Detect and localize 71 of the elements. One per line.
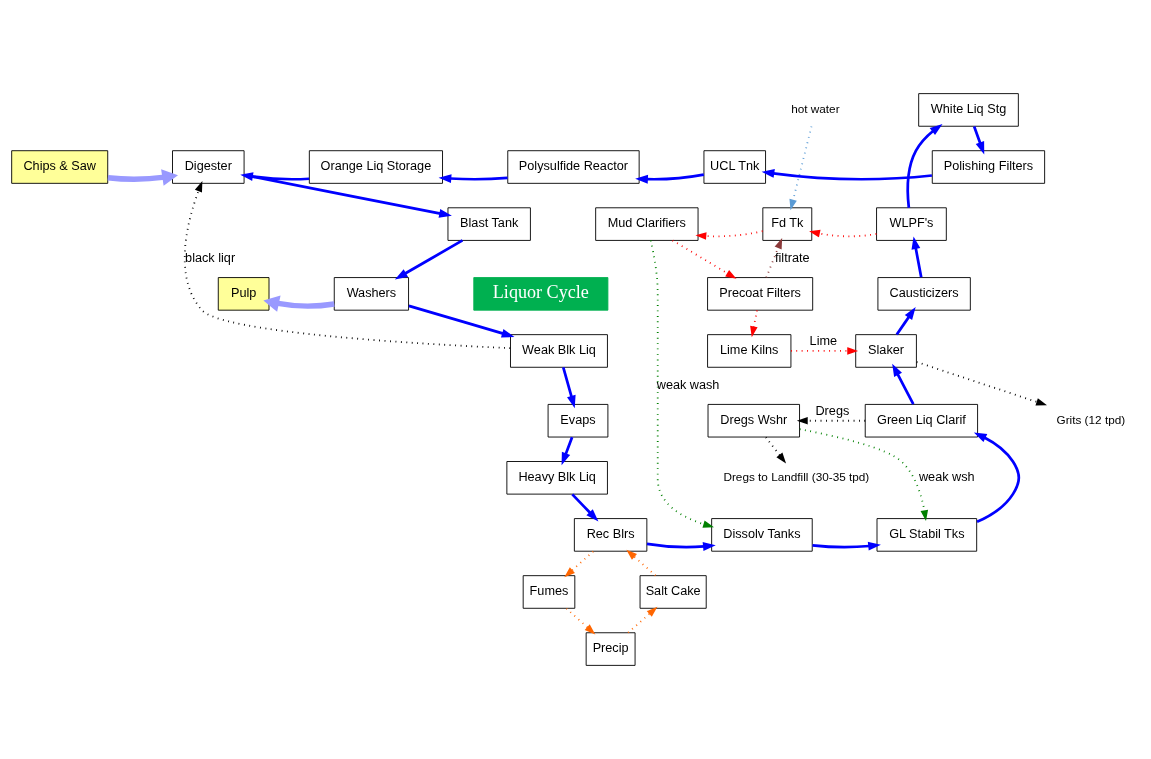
- node-box: Precoat Filters: [707, 277, 814, 311]
- arrow: [895, 307, 916, 336]
- node-box: Causticizers: [877, 277, 971, 311]
- node-box: Dissolv Tanks: [711, 518, 813, 552]
- node-text: Grits (12 tpd): [1056, 412, 1126, 426]
- node-box: Precip: [585, 632, 636, 666]
- node-box: Slaker: [855, 334, 917, 368]
- node-box: Salt Cake: [639, 575, 707, 609]
- node-box: Blast Tank: [447, 207, 531, 241]
- arrow: [764, 436, 787, 464]
- node-box: UCL Tnk: [703, 150, 766, 184]
- arrow: [798, 428, 929, 522]
- arrow: [561, 366, 576, 409]
- edge-label: Lime: [809, 333, 838, 348]
- arrow: [627, 606, 658, 634]
- node-box: Orange Liq Storage: [308, 150, 443, 184]
- arrow: [695, 230, 764, 240]
- arrow: [408, 304, 515, 338]
- node-box: WLPF's: [876, 207, 947, 241]
- arrow: [635, 173, 705, 184]
- node-box: Rec Blrs: [573, 518, 648, 552]
- arrow: [626, 549, 657, 577]
- arrow: [790, 347, 859, 355]
- arrow: [809, 229, 878, 238]
- arrow: [789, 125, 813, 211]
- arrow: [649, 239, 714, 528]
- node-box: Pulp: [217, 277, 270, 311]
- arrow: [646, 542, 716, 551]
- arrow: [973, 432, 1021, 524]
- arrow: [911, 236, 923, 278]
- arrow: [892, 363, 915, 405]
- arrow: [972, 126, 985, 155]
- arrow: [240, 172, 310, 181]
- arrow: [438, 174, 508, 183]
- edge-label: black liqr: [185, 251, 236, 266]
- node-box: GL Stabil Tks: [876, 518, 978, 552]
- arrow: [796, 416, 867, 425]
- node-box: White Liq Stg: [918, 93, 1019, 127]
- node-box: Polysulfide Reactor: [507, 150, 640, 184]
- node-text: Dregs to Landfill (30-35 tpd): [723, 469, 870, 483]
- node-box: Fumes: [522, 575, 576, 609]
- arrow: [812, 541, 881, 551]
- arrow: [564, 550, 595, 578]
- arrow: [561, 436, 574, 466]
- arrow: [565, 607, 596, 635]
- edge-label: weak wsh: [918, 470, 975, 485]
- node-box: Dregs Wshr: [707, 403, 800, 438]
- arrow: [906, 123, 943, 208]
- arrow: [183, 180, 512, 350]
- edge-label: Dregs: [815, 403, 850, 418]
- node-box: Weak Blk Liq: [510, 334, 608, 368]
- node-box: Evaps: [547, 403, 609, 438]
- edge-label: weak wash: [656, 378, 720, 393]
- arrow: [107, 169, 178, 186]
- node-text: hot water: [791, 102, 840, 116]
- node-box: Green Liq Clarif: [864, 403, 979, 438]
- node-box: Polishing Filters: [931, 150, 1046, 184]
- node-box: Lime Kilns: [707, 334, 792, 368]
- arrow: [263, 295, 335, 312]
- arrow: [761, 169, 933, 181]
- node-box: Digester: [172, 150, 245, 184]
- node-box: Liquor Cycle: [473, 277, 609, 311]
- node-box: Mud Clarifiers: [595, 207, 699, 241]
- arrow: [394, 239, 464, 280]
- node-box: Heavy Blk Liq: [506, 461, 608, 495]
- node-box: Washers: [333, 277, 409, 311]
- arrow: [571, 493, 599, 522]
- node-box: Fd Tk: [762, 207, 813, 241]
- arrow: [915, 361, 1047, 406]
- edge-label: filtrate: [775, 251, 810, 266]
- node-box: Chips & Saw: [11, 150, 109, 184]
